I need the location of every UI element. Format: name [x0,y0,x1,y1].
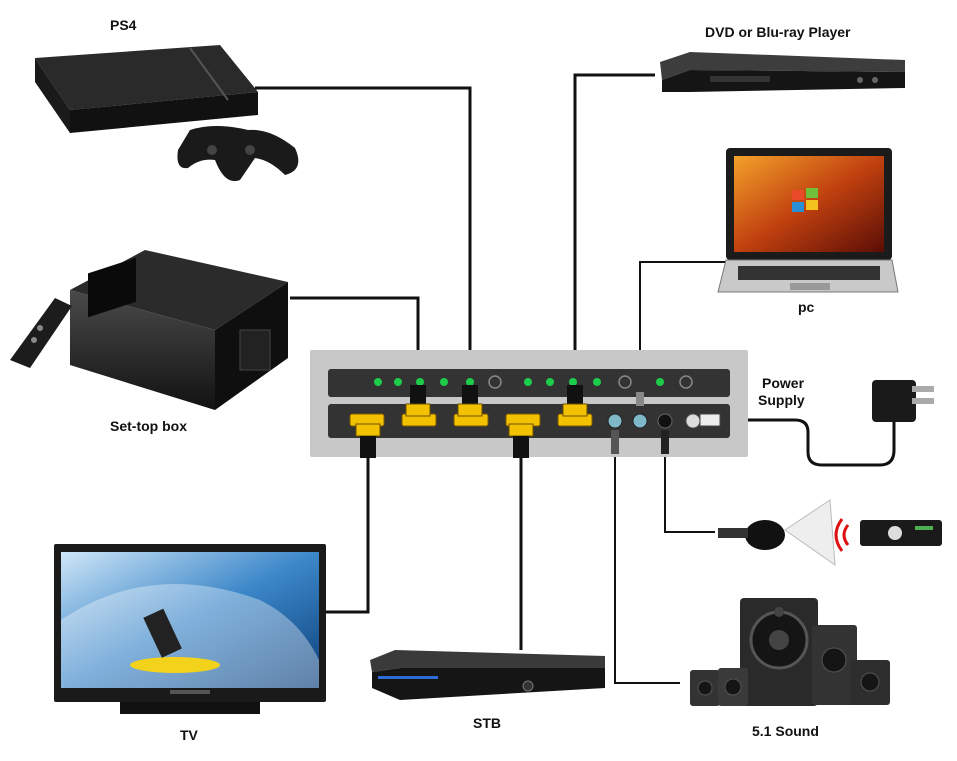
cable-tv [323,458,368,612]
ir-remote-icon [860,520,942,546]
label-tv: TV [180,727,199,743]
ps4-console-icon [35,45,258,133]
label-dvd: DVD or Blu-ray Player [705,24,851,40]
dvd-player-icon [660,52,905,92]
ir-receiver-icon [718,500,835,565]
label-supply: Supply [758,392,805,408]
ir-signal-icon [836,519,848,551]
label-power: Power [762,375,805,391]
cable-sound [615,452,680,683]
label-settop: Set-top box [110,418,187,434]
label-sound: 5.1 Sound [752,723,819,739]
set-top-box-icon [70,250,288,410]
speaker-system-icon [690,598,890,706]
gamepad-icon [177,126,298,181]
cable-dvd [575,75,655,385]
cable-ir [665,452,715,532]
label-pc: pc [798,299,815,315]
tv-icon [54,544,326,714]
remote-icon [10,298,72,368]
hdmi-switch-hub [310,350,748,458]
laptop-icon [718,148,898,292]
stb-icon [370,650,605,700]
label-ps4: PS4 [110,17,137,33]
power-adapter-icon [872,380,934,422]
label-stb: STB [473,715,501,731]
